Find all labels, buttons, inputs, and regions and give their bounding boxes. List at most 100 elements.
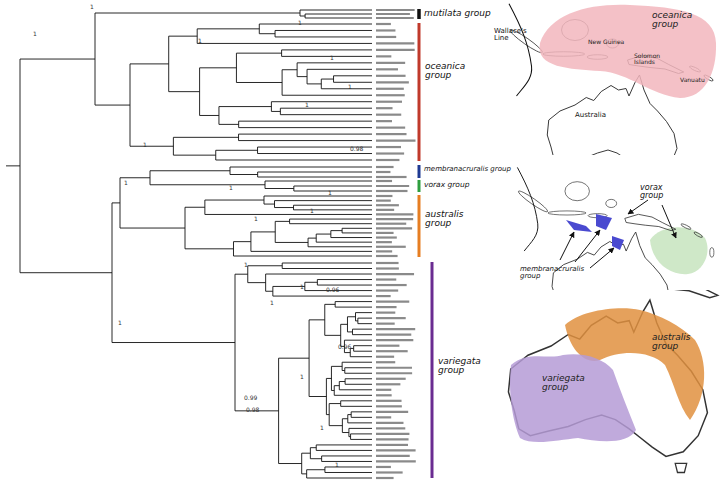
tree-branch (317, 279, 372, 280)
tree-branch (279, 463, 302, 464)
tip-label-mark (376, 350, 408, 352)
tree-branch (236, 53, 281, 54)
tip-label-mark (376, 227, 412, 229)
tree-branch (334, 395, 372, 396)
tree-branch (20, 59, 95, 60)
tree-branch (342, 432, 349, 433)
tip-label-mark (376, 159, 399, 161)
tree-branch (294, 209, 372, 210)
tree-branch (169, 36, 197, 37)
tree-branch (294, 191, 372, 192)
tree-branch (266, 274, 372, 275)
tip-label-mark (376, 460, 416, 462)
tip-label-mark (376, 255, 398, 257)
tree-branch (325, 466, 372, 467)
tip-label-mark (376, 152, 404, 154)
tree-branch (326, 378, 331, 379)
support-value: 1 (320, 425, 340, 431)
group-bar (418, 180, 421, 192)
tree-branch (309, 396, 326, 397)
tip-label-mark (376, 312, 395, 314)
tree-branch (265, 188, 294, 189)
tip-label-mark (376, 416, 391, 418)
tip-label-mark (376, 213, 413, 215)
tree-branch (264, 196, 372, 197)
tree-branch (347, 331, 352, 332)
tree-branch (351, 439, 372, 440)
support-value: 0.98 (350, 146, 372, 152)
support-value: 1 (33, 31, 53, 37)
tip-label-mark (376, 246, 406, 248)
tree-branch (239, 121, 372, 122)
group-label: vorax group (424, 181, 504, 189)
tree-branch (294, 205, 372, 206)
group-label: membranacruralis group (424, 166, 534, 173)
tip-label-mark (376, 68, 398, 70)
map-outline (517, 167, 714, 290)
tip-label-mark (376, 218, 413, 220)
tip-label-mark (376, 328, 415, 330)
tree-branch (349, 428, 372, 429)
tip-label-mark (376, 317, 406, 319)
tip-label-mark (376, 295, 391, 297)
support-value: 1 (270, 300, 290, 306)
tree-branch (331, 366, 342, 367)
pointer-arrow (560, 232, 574, 260)
tree-branch (307, 469, 325, 470)
tip-label-mark (376, 23, 391, 25)
region-fill (510, 354, 636, 442)
region-label: variegata group (542, 374, 592, 393)
group-bar (431, 262, 434, 478)
tree-branch (233, 241, 250, 242)
tree-branch (316, 450, 372, 451)
tree-branch (112, 342, 235, 343)
tree-branch (219, 124, 239, 125)
tree-branch (216, 160, 372, 161)
tip-label-mark (376, 195, 392, 197)
tree-branch (279, 358, 309, 359)
tip-label-mark (376, 17, 414, 19)
support-value: 1 (300, 374, 320, 380)
tip-label-mark (376, 372, 412, 374)
tree-branch (347, 316, 355, 317)
map-outline (490, 290, 720, 473)
tree-branch (112, 202, 120, 203)
tree-branch (322, 455, 372, 456)
place-label: New Guinea (588, 39, 633, 45)
tip-label-mark (376, 250, 392, 252)
support-value: 1 (305, 102, 325, 108)
tree-branch (282, 263, 372, 264)
tree-branch (200, 115, 219, 116)
tree-branch (259, 24, 372, 25)
tree-branch (95, 13, 300, 14)
tree-branch (248, 282, 266, 283)
tree-branch (325, 304, 335, 305)
tree-branch (310, 458, 321, 459)
tree-branch (334, 82, 372, 83)
tree-branch (341, 400, 372, 401)
tree-branch (302, 453, 311, 454)
region-label: oceanica group (652, 11, 712, 30)
tip-label-mark (376, 49, 415, 51)
tree-branch (185, 248, 233, 249)
group-label: Wallace's Line (494, 28, 534, 43)
tree-branch (275, 36, 372, 37)
tree-branch (316, 242, 372, 243)
region-shape (508, 330, 683, 458)
tip-label-mark (376, 262, 399, 264)
map-panel (490, 290, 720, 473)
tip-label-mark (376, 345, 399, 347)
tree-branch (185, 207, 205, 208)
support-value: 1 (335, 462, 355, 468)
tip-label-mark (376, 438, 409, 440)
tip-label-mark (376, 433, 409, 435)
tip-label-mark (376, 394, 392, 396)
tip-label-mark (376, 127, 405, 129)
tip-label-mark (376, 9, 415, 11)
tree-branch (150, 170, 230, 171)
tree-branch (316, 234, 331, 235)
tip-label-mark (376, 334, 411, 336)
tree-branch (239, 134, 372, 135)
